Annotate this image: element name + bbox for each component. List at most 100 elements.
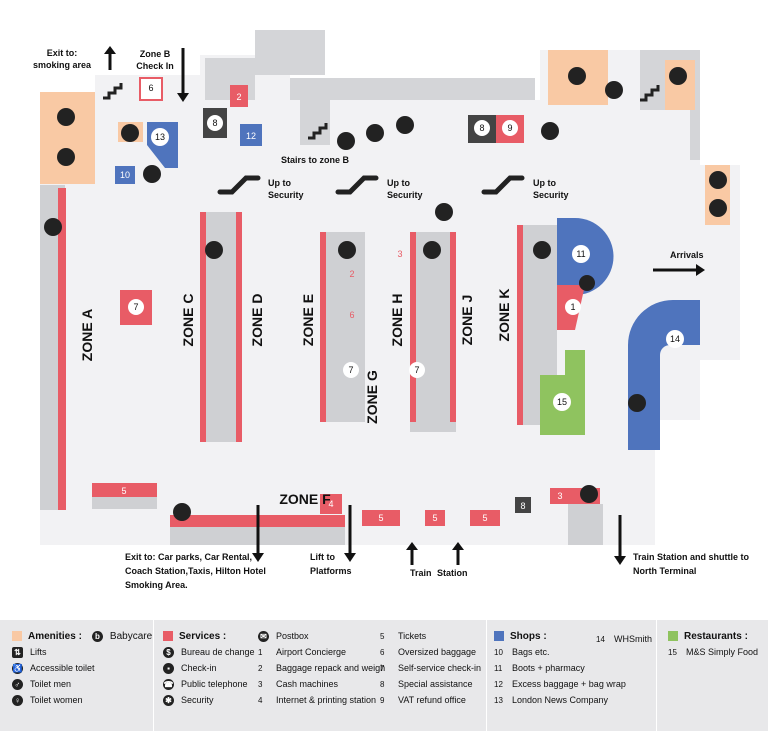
marker: 14 [670,334,680,344]
marker: 7 [414,365,419,375]
checkin-desk [410,232,416,422]
marker: 6 [148,83,153,93]
legend-item: Security [181,695,214,705]
bureau-de-change-icon [143,165,161,183]
up-to-security-label: Up to [387,178,410,188]
babycare-label: Babycare [109,630,153,642]
train-station-shuttle-label: Train Station and shuttle to [633,552,750,562]
wall-block [290,78,535,100]
marker: 8 [479,123,484,133]
bureau-de-change-icon: $ [163,646,174,658]
wall-block [568,504,603,545]
marker: 5 [121,486,126,496]
legend-number: 13 [494,695,503,705]
zone-a-label: ZONE A [79,309,95,361]
babycare-icon [709,199,727,217]
up-to-security-label: Up to [268,178,291,188]
legend-item: Tickets [398,631,427,641]
marker: 3 [397,249,402,259]
marker: 7 [348,365,353,375]
legend-item: Toilet men [30,679,72,689]
legend-item: Bureau de change [181,647,255,657]
checkin-icon [338,241,356,259]
checkin-desk [236,212,242,442]
lifts-icon [366,124,384,142]
zone-hj-island [410,232,456,432]
marker: 5 [432,513,437,523]
zone-j-label: ZONE J [459,295,475,346]
wall-block [690,110,700,160]
service-8 [515,497,531,513]
up-to-security-label: Up to [533,178,556,188]
marker: 8 [212,118,217,128]
stairs-icon [640,85,660,102]
legend-number: 6 [380,647,385,657]
marker: 15 [557,397,567,407]
checkin-icon: ▪ [163,662,174,674]
marker: 12 [246,131,256,141]
marker: 5 [378,513,383,523]
legend-item: Postbox [276,631,309,641]
zone-h-label: ZONE H [389,294,405,347]
service-5 [425,510,445,526]
postbox-icon: ✉ [258,630,269,642]
legend-number: 15 [668,647,677,657]
escalator-icon [481,175,525,195]
service-5 [92,483,157,497]
toilet-women-icon [669,67,687,85]
checkin-icon [533,241,551,259]
legend-item: Bags etc. [512,647,550,657]
escalator-icon [217,175,261,195]
legend-number: 9 [380,695,385,705]
marker: 7 [133,302,138,312]
legend-item: Self-service check-in [398,663,482,673]
legend-number: 10 [494,647,503,657]
legend-number: 14 [596,634,605,644]
zone-eg-island [320,232,365,422]
legend-number: 4 [258,695,263,705]
postbox-icon [628,394,646,412]
legend-item: Internet & printing station [276,695,377,705]
restaurant-15 [540,350,585,435]
legend-item: Check-in [181,663,217,673]
up-to-security-label: Security [268,190,304,200]
shops-title: Shops : [510,630,547,642]
up-to-security-label: Security [387,190,423,200]
security-icon: ✱ [163,694,174,706]
marker: 2 [349,269,354,279]
marker: 2 [236,92,241,102]
marker: 10 [120,170,130,180]
zone-f-label: ZONE F [279,491,331,507]
accessible-toilet-icon [709,171,727,189]
checkin-icon [205,241,223,259]
station-label: Station [437,568,468,578]
legend-number: 12 [494,679,503,689]
legend-item: Lifts [30,647,47,657]
terminal-floor [40,30,740,545]
marker: 9 [507,123,512,133]
legend-item: Public telephone [181,679,248,689]
service-5 [470,510,500,526]
checkin-desk [517,225,523,425]
legend-item: Oversized baggage [398,647,477,657]
zone-d-label: ZONE D [249,294,265,347]
checkin-desk [320,232,326,422]
legend-item: WHSmith [614,634,652,644]
zone-g-label: ZONE G [364,370,380,424]
lifts-icon [541,122,559,140]
legend-item: Toilet women [30,695,83,705]
legend-item: London News Company [512,695,609,705]
train-station-shuttle-label: North Terminal [633,566,696,576]
legend-item: Special assistance [398,679,473,689]
public-telephone-icon: ☎ [163,678,174,690]
legend-number: 5 [380,631,385,641]
zone-c-label: ZONE C [180,294,196,347]
services-title: Services : [179,630,227,642]
marker: 11 [576,249,585,259]
legend-item: Excess baggage + bag wrap [512,679,626,689]
marker: 5 [482,513,487,523]
